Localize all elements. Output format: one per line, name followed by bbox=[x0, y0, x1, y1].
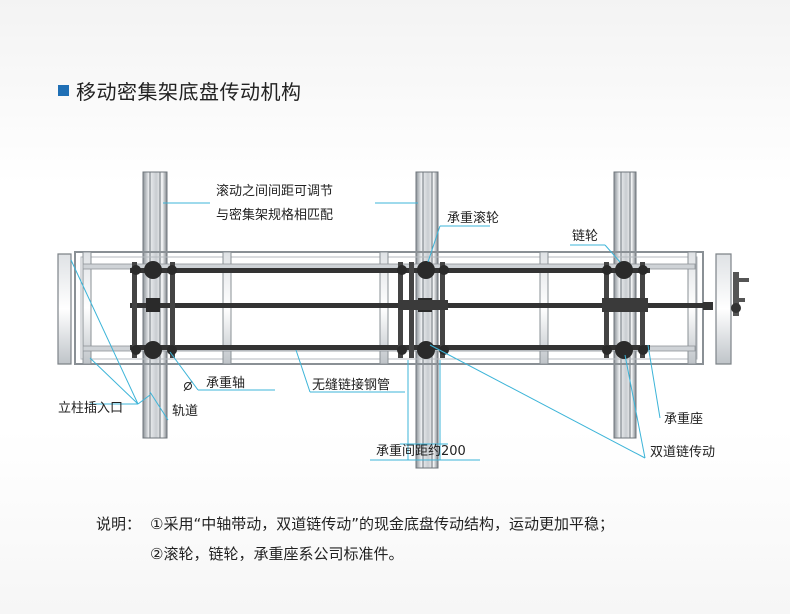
label-load-spacing: 承重间距约200 bbox=[376, 443, 466, 459]
label-sprocket: 链轮 bbox=[572, 229, 598, 244]
label-load-seat: 承重座 bbox=[664, 411, 703, 427]
label-match-spec: 与密集架规格相匹配 bbox=[216, 207, 333, 223]
notes-item-1: ①采用“中轴带动，双道链传动”的现金底盘传动结构，运动更加平稳； bbox=[150, 514, 614, 533]
leader-lines bbox=[70, 202, 661, 461]
section-header: 移动密集架底盘传动机构 bbox=[58, 76, 302, 105]
label-load-shaft: 承重轴 bbox=[206, 375, 245, 391]
label-column-slot: 立柱插入口 bbox=[58, 401, 123, 416]
label-seamless-pipe: 无缝链接钢管 bbox=[312, 377, 390, 393]
notes-lead: 说明： bbox=[96, 514, 142, 533]
label-track: 轨道 bbox=[172, 404, 198, 419]
label-double-chain: 双道链传动 bbox=[650, 445, 715, 460]
notes-item-2: ②滚轮，链轮，承重座系公司标准件。 bbox=[150, 544, 404, 563]
hand-crank bbox=[703, 272, 749, 316]
notes-row-1: 说明： ①采用“中轴带动，双道链传动”的现金底盘传动结构，运动更加平稳； bbox=[96, 508, 614, 538]
shaft-symbol-icon bbox=[183, 380, 193, 392]
notes-row-2: ②滚轮，链轮，承重座系公司标准件。 bbox=[96, 538, 614, 568]
section-marker-icon bbox=[58, 85, 69, 96]
label-load-roller: 承重滚轮 bbox=[447, 210, 499, 226]
label-roller-spacing: 滚动之间间距可调节 bbox=[216, 183, 333, 199]
roller-assembly-left bbox=[131, 261, 177, 359]
track-rail-middle bbox=[415, 171, 439, 469]
notes-section: 说明： ①采用“中轴带动，双道链传动”的现金底盘传动结构，运动更加平稳； ②滚轮… bbox=[96, 508, 614, 568]
section-title: 移动密集架底盘传动机构 bbox=[76, 80, 302, 104]
roller-assembly-middle bbox=[397, 261, 449, 359]
roller-assembly-right bbox=[602, 261, 648, 359]
